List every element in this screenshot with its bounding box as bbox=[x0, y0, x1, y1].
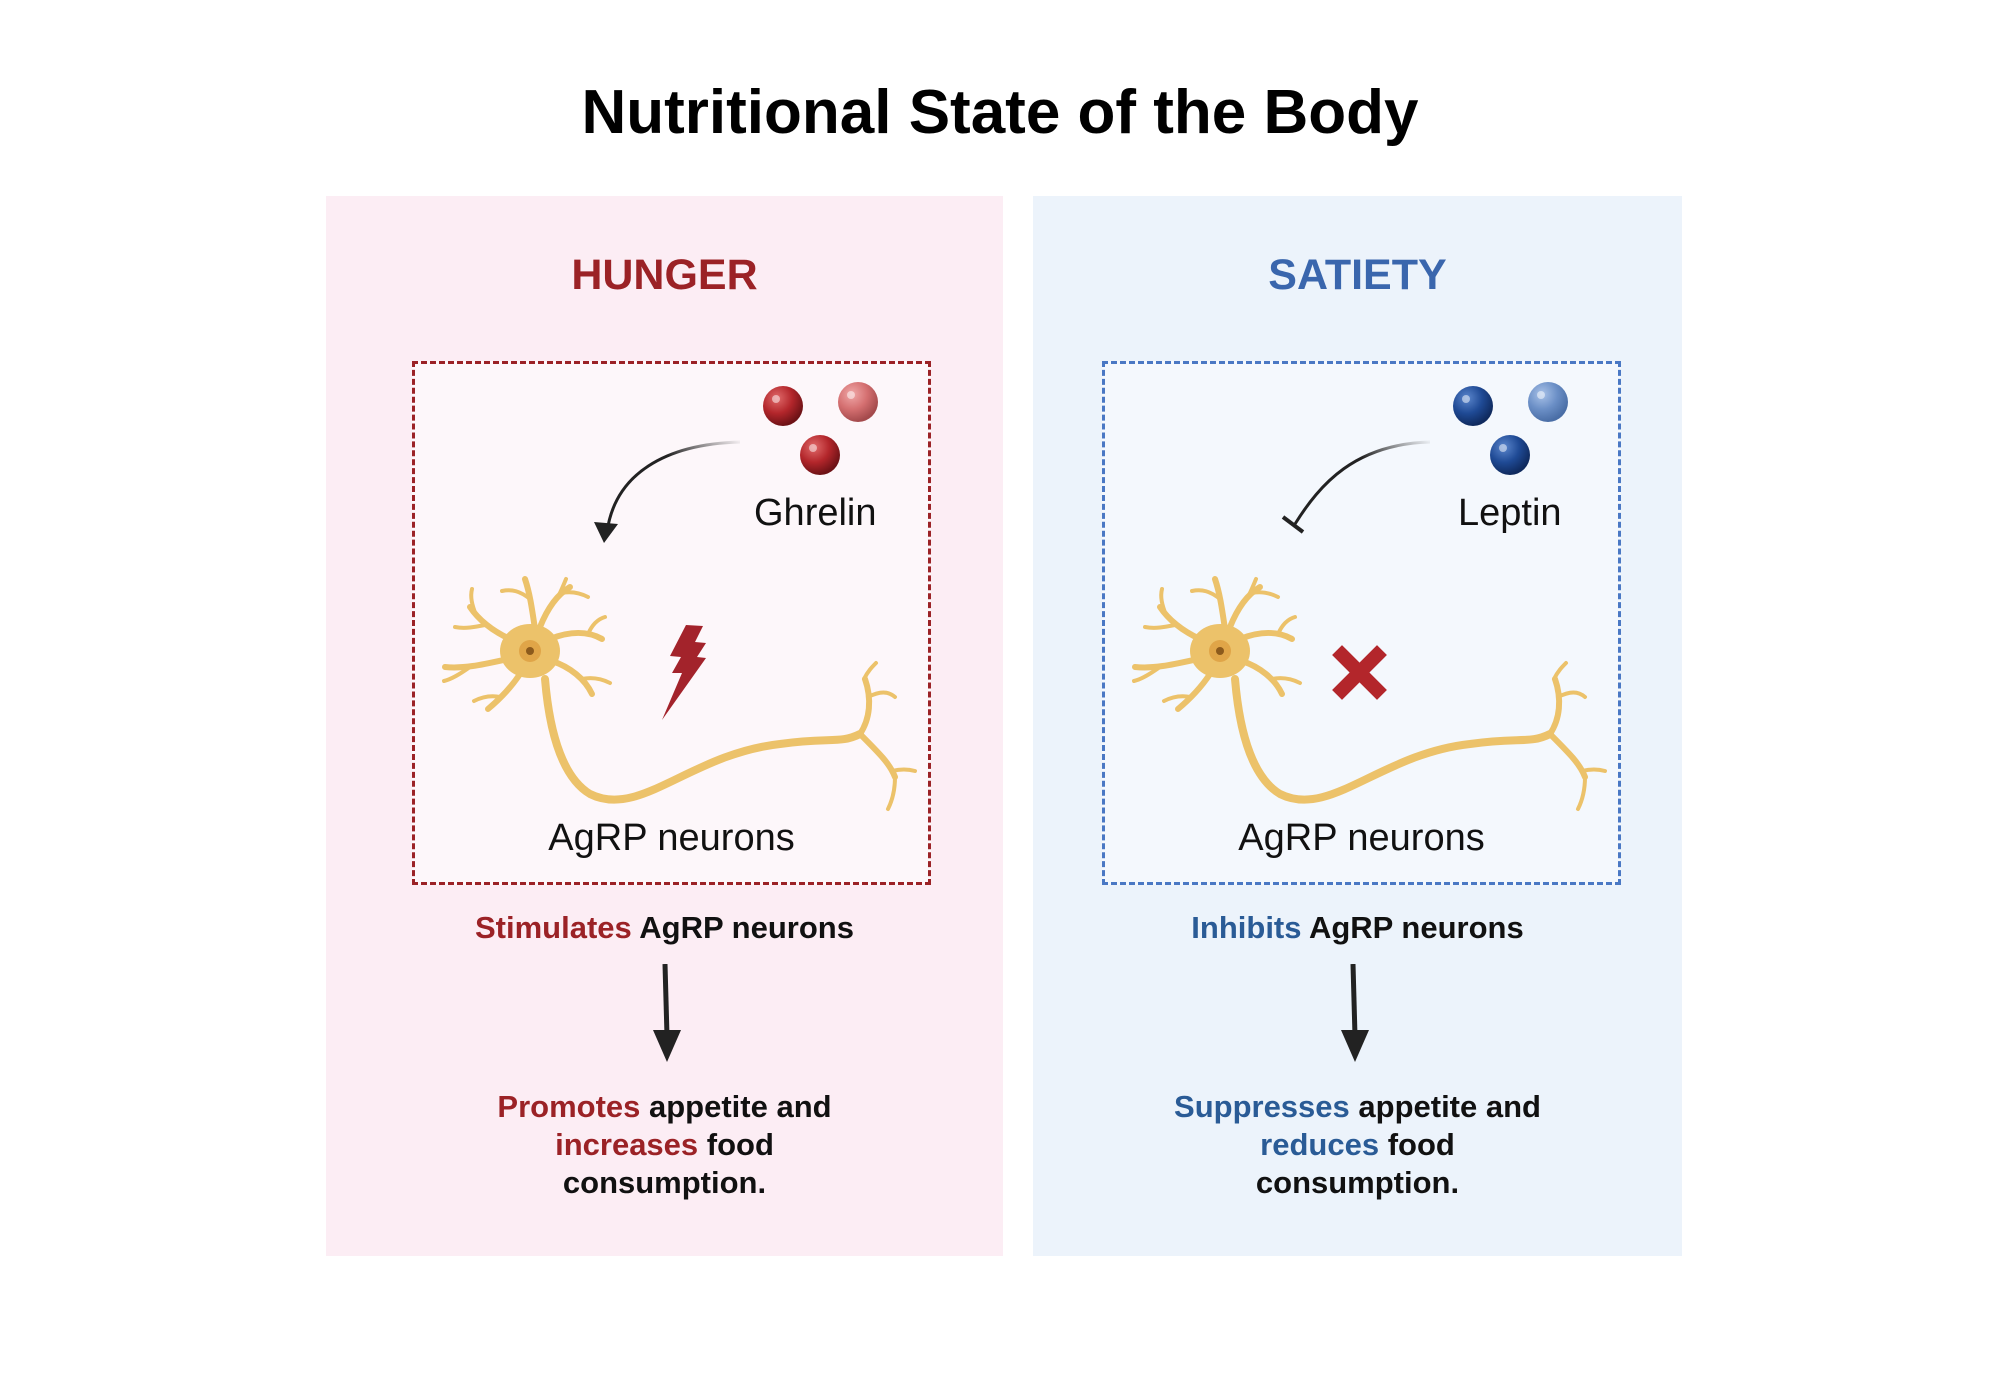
stimulation-arrow bbox=[605, 440, 741, 533]
satiety-outcome: Suppresses appetite and reduces food con… bbox=[1033, 1088, 1682, 1202]
hunger-effect: Stimulates AgRP neurons bbox=[326, 912, 1003, 943]
inhibition-arrow bbox=[1293, 440, 1431, 525]
satiety-heading: SATIETY bbox=[1268, 251, 1447, 299]
satiety-effect-verb: Inhibits bbox=[1191, 910, 1302, 945]
ghrelin-label: Ghrelin bbox=[754, 492, 877, 534]
hunger-effect-verb: Stimulates bbox=[475, 910, 632, 945]
hunger-outcome-text2: food bbox=[698, 1127, 774, 1162]
satiety-outcome-text2: food bbox=[1379, 1127, 1455, 1162]
hunger-diagram-box: Ghrelin AgRP neurons bbox=[412, 361, 931, 885]
satiety-outcome-text1: appetite and bbox=[1349, 1089, 1541, 1124]
down-arrow-icon bbox=[1341, 964, 1369, 1062]
agrp-neuron-illustration bbox=[1134, 579, 1605, 809]
inhibition-bar-icon bbox=[1281, 515, 1305, 534]
hunger-diagram bbox=[415, 382, 928, 882]
leptin-molecule bbox=[1528, 382, 1568, 422]
satiety-neuron-label: AgRP neurons bbox=[1238, 817, 1485, 859]
satiety-effect-rest: AgRP neurons bbox=[1301, 910, 1524, 945]
leptin-molecule bbox=[1453, 386, 1493, 426]
satiety-panel: SATIETY Leptin AgRP neurons Inhibits AgR… bbox=[1033, 196, 1682, 1256]
hunger-outcome-text3: consumption. bbox=[562, 1165, 767, 1200]
hunger-outcome: Promotes appetite and increases food con… bbox=[326, 1088, 1003, 1202]
ghrelin-molecule bbox=[763, 386, 803, 426]
arrow-head-icon bbox=[594, 522, 618, 543]
hunger-panel: HUNGER Ghrelin AgRP neurons Stimulates A… bbox=[326, 196, 1003, 1256]
satiety-diagram bbox=[1105, 382, 1618, 882]
hunger-heading: HUNGER bbox=[571, 251, 758, 299]
satiety-outcome-verb1: Suppresses bbox=[1174, 1089, 1350, 1124]
ghrelin-molecule bbox=[800, 435, 840, 475]
satiety-diagram-box: Leptin AgRP neurons bbox=[1102, 361, 1621, 885]
hunger-neuron-label: AgRP neurons bbox=[548, 817, 795, 859]
lightning-bolt-icon bbox=[662, 625, 706, 720]
satiety-effect: Inhibits AgRP neurons bbox=[1033, 912, 1682, 943]
x-mark-icon bbox=[1332, 645, 1387, 700]
satiety-outcome-verb2: reduces bbox=[1260, 1127, 1380, 1162]
leptin-label: Leptin bbox=[1458, 492, 1562, 534]
page-title: Nutritional State of the Body bbox=[581, 78, 1419, 147]
hunger-outcome-verb1: Promotes bbox=[497, 1089, 641, 1124]
hunger-effect-rest: AgRP neurons bbox=[631, 910, 854, 945]
down-arrow-icon bbox=[653, 964, 681, 1062]
hunger-outcome-text1: appetite and bbox=[640, 1089, 832, 1124]
ghrelin-molecule bbox=[838, 382, 878, 422]
leptin-molecule bbox=[1490, 435, 1530, 475]
satiety-outcome-text3: consumption. bbox=[1255, 1165, 1460, 1200]
hunger-outcome-verb2: increases bbox=[555, 1127, 699, 1162]
